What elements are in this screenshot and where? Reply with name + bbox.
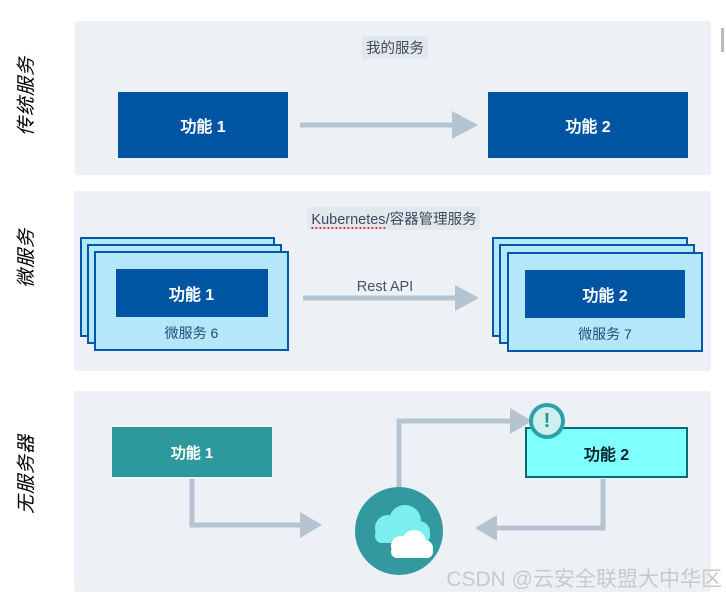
- function-box-traditional-1: 功能 1: [118, 92, 288, 158]
- microservice-stack-left: 功能 1 微服务 6: [80, 237, 289, 351]
- stack-caption: 微服务 7: [578, 326, 632, 342]
- function-box-serverless-2: 功能 2: [525, 427, 688, 478]
- stack-card-front: 功能 2 微服务 7: [507, 252, 703, 352]
- container-mgmt-label: /容器管理服务: [385, 212, 477, 228]
- rest-api-label: Rest API: [356, 279, 414, 295]
- row-label-traditional: 传统服务: [16, 55, 38, 137]
- kubernetes-label: Kubernetes: [311, 212, 386, 228]
- service-title-microservices: Kubernetes/容器管理服务: [307, 207, 481, 230]
- watermark: CSDN @云安全联盟大中华区: [446, 568, 722, 591]
- function-box-traditional-2: 功能 2: [488, 92, 688, 158]
- function-box-microservice-1: 功能 1: [115, 269, 268, 317]
- row-label-microservices: 微服务: [16, 227, 38, 289]
- stack-card-front: 功能 1 微服务 6: [94, 251, 289, 351]
- stack-caption: 微服务 6: [164, 325, 219, 341]
- scrollbar-thumb[interactable]: [721, 28, 724, 52]
- function-box-serverless-1: 功能 1: [112, 427, 272, 477]
- cloud-icon: [355, 487, 443, 575]
- microservice-stack-right: 功能 2 微服务 7: [492, 237, 703, 352]
- alert-icon: !: [529, 403, 565, 439]
- row-label-serverless: 无服务器: [16, 433, 38, 515]
- service-title-traditional: 我的服务: [362, 36, 428, 59]
- function-box-microservice-2: 功能 2: [525, 270, 685, 318]
